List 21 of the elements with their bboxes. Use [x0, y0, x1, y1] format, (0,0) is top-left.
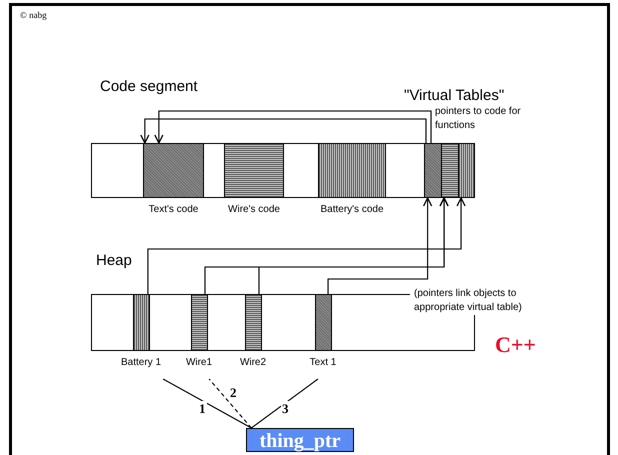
block-label: Text 1 [308, 356, 338, 370]
block-label: Battery's code [319, 203, 385, 217]
block-label: Wire's code [227, 203, 281, 217]
section-heading: "Virtual Tables" [404, 87, 504, 104]
arrow [147, 197, 466, 294]
copyright-note: © nabg [20, 10, 47, 20]
vtable-slot [424, 143, 442, 198]
arrow [258, 197, 449, 294]
block-label: Wire2 [238, 356, 268, 370]
segment-heading: Code segment [100, 78, 198, 95]
arrow [154, 110, 432, 144]
vtable-slot [441, 143, 459, 198]
segment-heading: Heap [96, 252, 132, 269]
vtable-slot [458, 143, 475, 198]
block-label: Text's code [148, 203, 200, 217]
language-label: C++ [495, 332, 536, 358]
pointer-variable-box: thing_ptr [246, 428, 354, 452]
block-label: Wire1 [184, 356, 214, 370]
arrow [140, 118, 427, 144]
block-label: Battery 1 [120, 356, 162, 370]
arrow [328, 197, 432, 294]
